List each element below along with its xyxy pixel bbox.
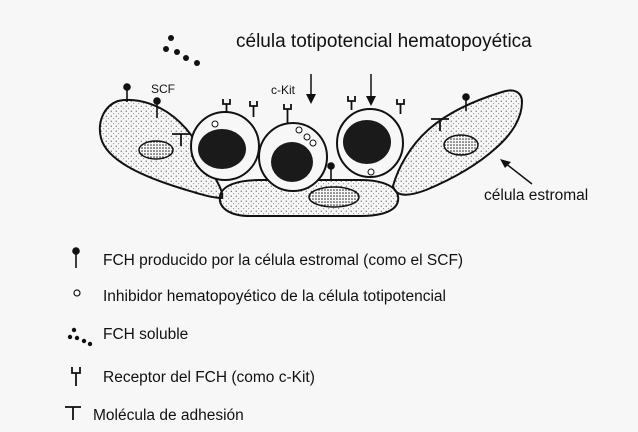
legend-item-adhesion: Molécula de adhesión — [93, 407, 244, 424]
fch-stromal-icon — [73, 248, 79, 268]
scf-marker-3 — [328, 163, 334, 181]
ckit-receptor-1 — [223, 99, 230, 113]
ckit-receptor-5 — [397, 99, 404, 114]
legend-item-fch-stromal: FCH producido por la célula estromal (co… — [103, 252, 463, 269]
soluble-fch-cluster — [163, 35, 200, 66]
legend-item-fch-soluble: FCH soluble — [103, 326, 188, 343]
stromal-label: célula estromal — [484, 187, 588, 204]
stromal-nucleus-left — [139, 141, 173, 159]
adhesion-icon — [65, 407, 81, 420]
inhibitor-icon — [74, 290, 80, 296]
fch-soluble-icon — [68, 328, 92, 346]
legend-item-inhibitor: Inhibidor hematopoyético de la célula to… — [103, 288, 446, 305]
ckit-label: c-Kit — [271, 83, 296, 97]
stromal-nucleus-right — [444, 135, 478, 155]
receptor-icon — [72, 367, 80, 386]
scf-label: SCF — [151, 82, 175, 96]
ckit-receptor-3 — [284, 104, 291, 123]
ckit-receptor-2 — [250, 101, 257, 117]
legend: FCH producido por la célula estromal (co… — [65, 248, 463, 424]
arrow-right — [366, 74, 376, 106]
title-label: célula totipotencial hematopoyética — [236, 31, 532, 52]
stem-cell-1 — [191, 112, 259, 180]
stem-cell-2 — [259, 123, 327, 191]
legend-item-receptor: Receptor del FCH (como c-Kit) — [103, 369, 315, 386]
stromal-nucleus-bottom — [309, 187, 359, 207]
ckit-receptor-4 — [348, 96, 355, 110]
arrow-left — [306, 74, 316, 104]
stem-cell-3 — [337, 109, 403, 177]
stromal-arrow — [505, 163, 532, 184]
